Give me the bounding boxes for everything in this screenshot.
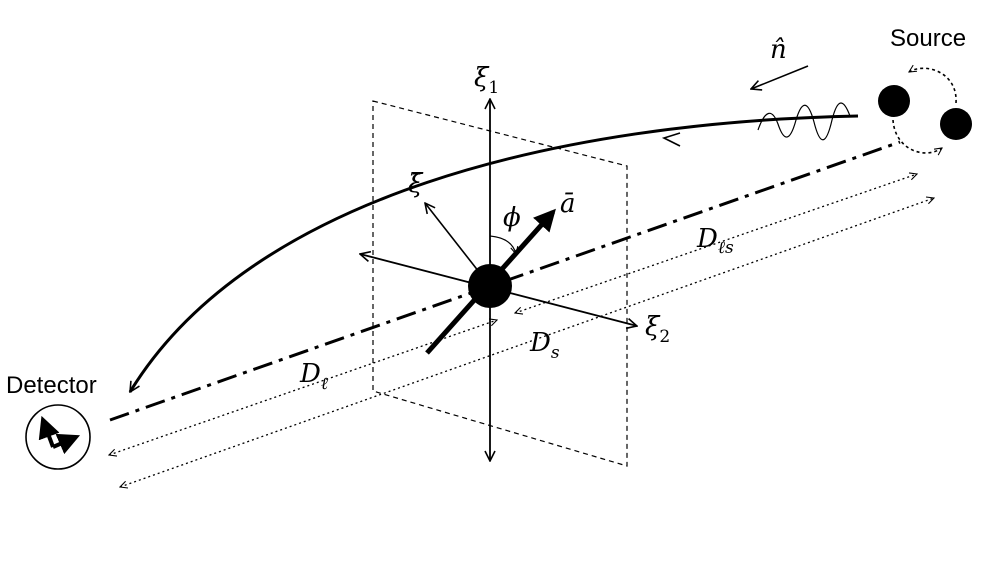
detector-arm-vertical <box>38 415 60 448</box>
a-bar-label: ā <box>560 189 576 219</box>
d-s-subscript: s <box>551 343 560 363</box>
n-hat-label: n̂ <box>770 35 787 65</box>
d-l-subscript: ℓ <box>321 374 328 394</box>
xi2-symbol: ξ <box>645 312 661 342</box>
light-ray-path <box>128 114 859 392</box>
detector-circle <box>25 404 91 470</box>
propagation-direction-arrow <box>751 65 809 89</box>
orbit-arrow-top <box>909 68 957 104</box>
xi-bar-label: ξ̄ <box>408 169 424 199</box>
detector-label: Detector <box>6 372 97 399</box>
phi-label: ϕ <box>503 203 521 233</box>
d-s-label: Ds <box>529 328 560 363</box>
source-label: Source <box>890 25 966 52</box>
detector-axes-icon <box>25 404 91 470</box>
xi1-subscript: 1 <box>488 78 499 98</box>
phi-angle-arc <box>489 235 516 254</box>
d-ls-label: Dℓs <box>696 224 734 258</box>
xi2-subscript: 2 <box>659 327 670 347</box>
detector-arm-horizontal <box>52 433 81 455</box>
d-ls-symbol: D <box>696 224 718 254</box>
xi1-label: ξ1 <box>474 63 499 98</box>
gravitational-wave-icon <box>757 102 851 141</box>
d-l-label: Dℓ <box>299 359 328 394</box>
d-l-symbol: D <box>299 359 321 389</box>
distance-d-s-line <box>120 198 934 487</box>
d-s-symbol: D <box>529 328 551 358</box>
orbit-arrow-bottom <box>892 119 942 153</box>
binary-source-icon <box>878 68 972 153</box>
lens-mass <box>468 264 512 308</box>
source-body-2 <box>940 108 972 140</box>
light-ray-direction-arrow <box>661 132 681 147</box>
source-body-1 <box>878 85 910 117</box>
xi2-label: ξ2 <box>645 312 670 347</box>
xi1-symbol: ξ <box>474 63 490 93</box>
d-ls-subscript: ℓs <box>718 238 734 258</box>
